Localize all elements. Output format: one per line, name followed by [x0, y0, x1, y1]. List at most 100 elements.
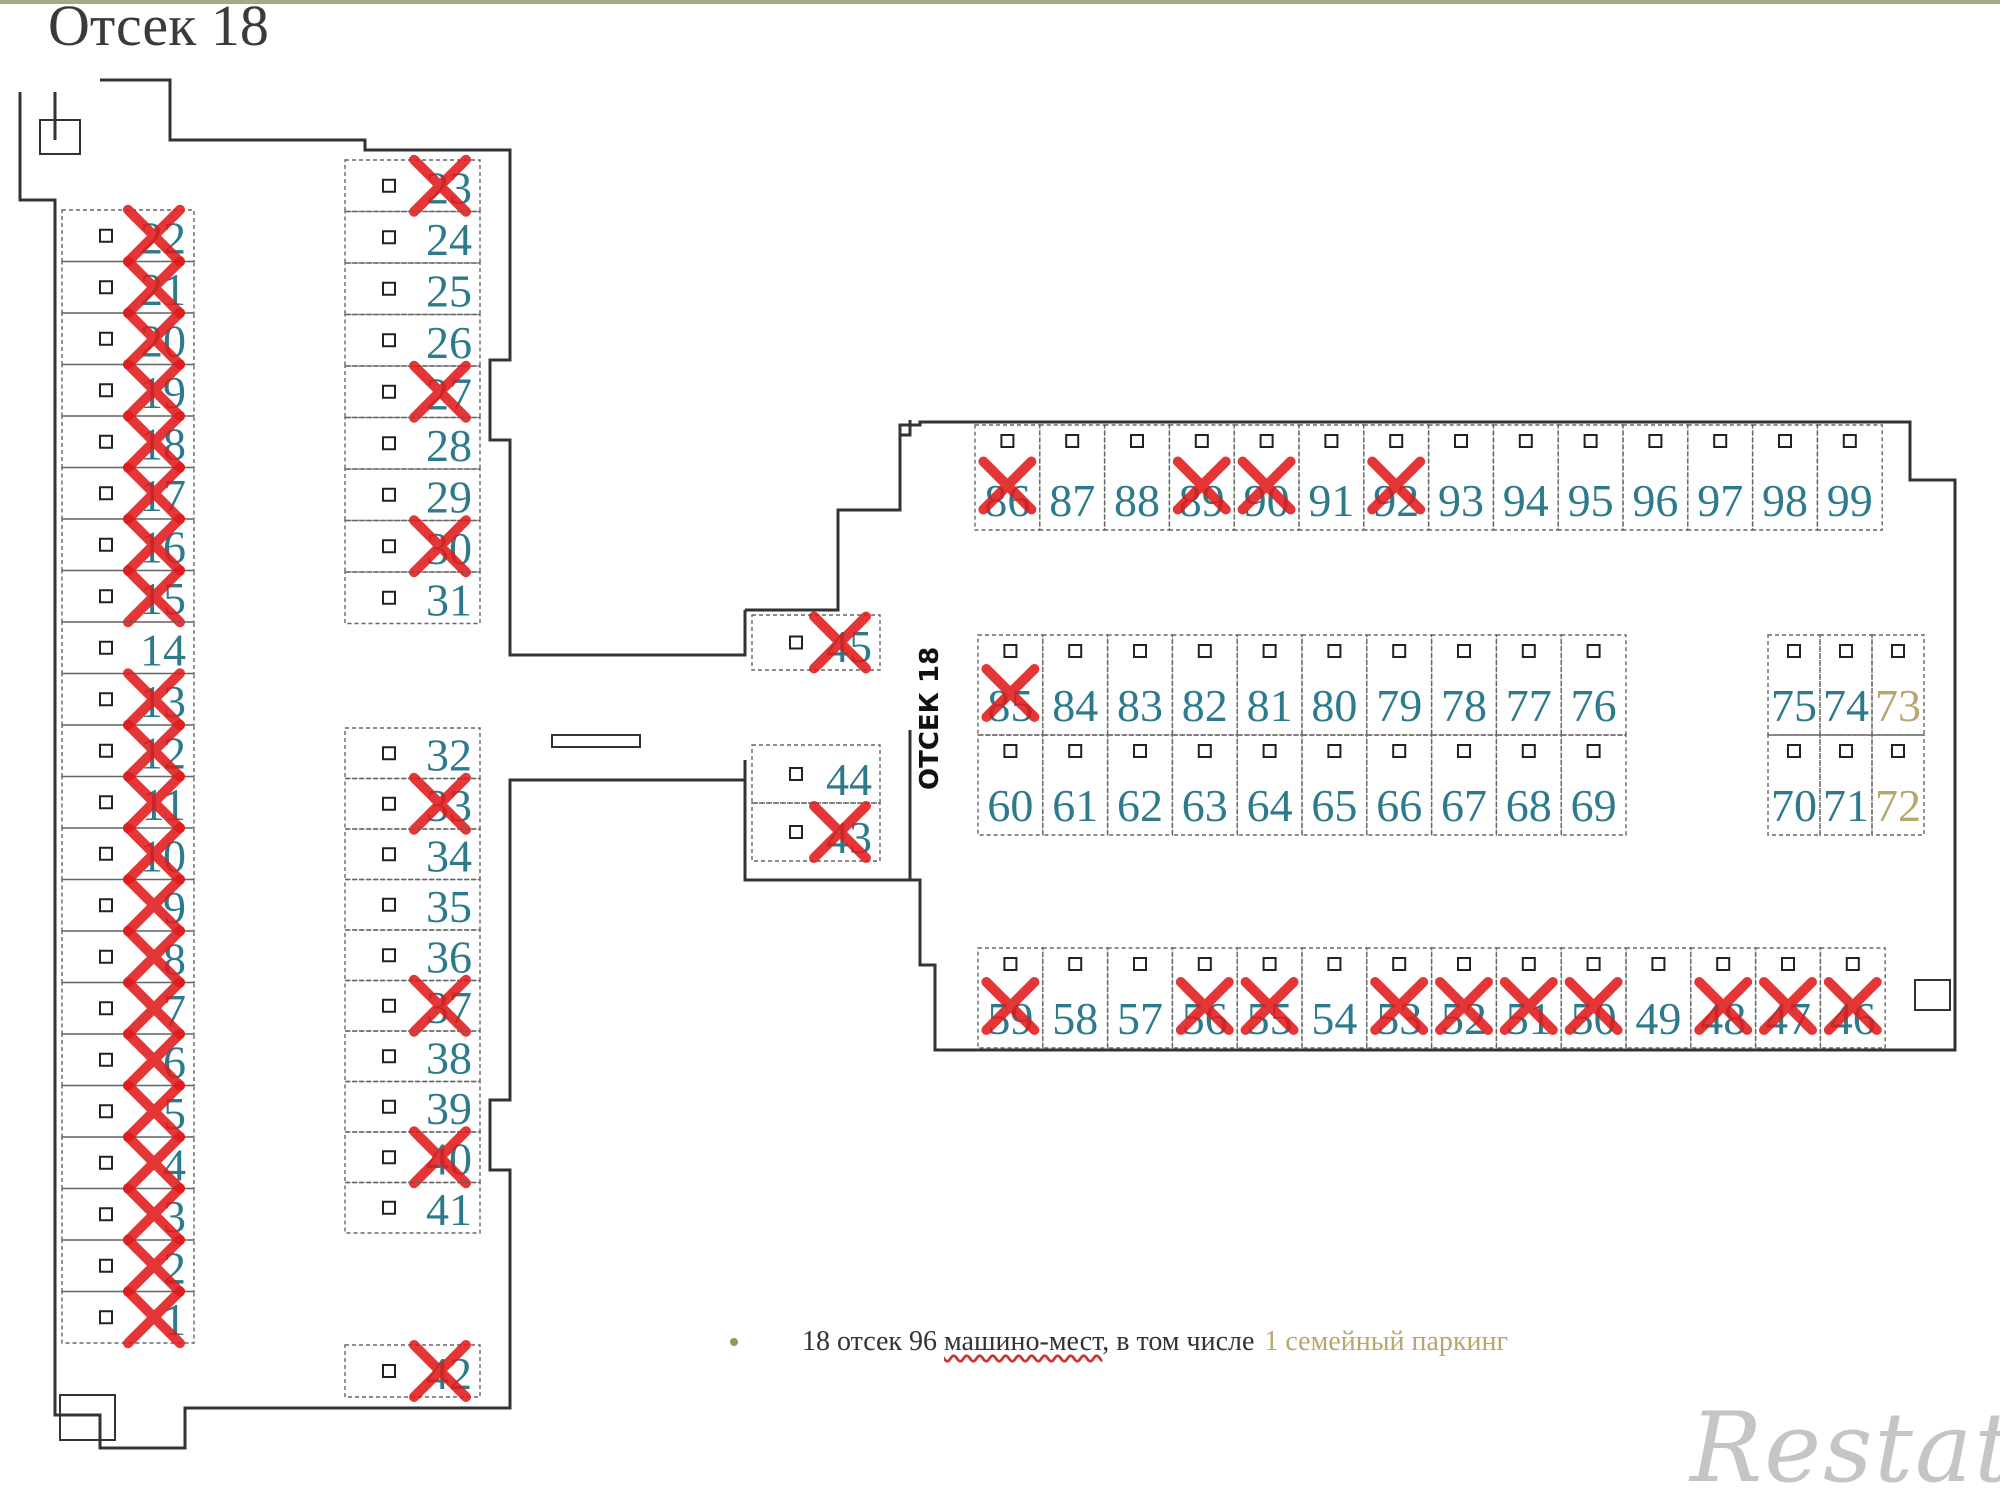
parking-spot-18[interactable]: 18 [61, 410, 195, 473]
parking-spot-43[interactable]: 43 [751, 801, 881, 863]
parking-spot-91[interactable]: 91 [1298, 424, 1365, 531]
parking-spot-95[interactable]: 95 [1557, 424, 1624, 531]
parking-spot-59[interactable]: 59 [977, 947, 1044, 1049]
parking-spot-25[interactable]: 25 [344, 262, 481, 317]
parking-spot-64[interactable]: 64 [1236, 734, 1303, 836]
parking-spot-13[interactable]: 13 [61, 668, 195, 731]
parking-spot-37[interactable]: 37 [344, 974, 481, 1037]
parking-spot-53[interactable]: 53 [1366, 947, 1433, 1049]
parking-spot-89[interactable]: 89 [1168, 424, 1235, 531]
parking-spot-1[interactable]: 1 [61, 1286, 195, 1349]
parking-spot-57[interactable]: 57 [1106, 947, 1174, 1049]
parking-spot-82[interactable]: 82 [1171, 634, 1238, 736]
parking-spot-12[interactable]: 12 [61, 719, 195, 782]
parking-spot-28[interactable]: 28 [344, 416, 481, 472]
parking-spot-93[interactable]: 93 [1427, 424, 1495, 531]
parking-spot-85[interactable]: 85 [977, 634, 1044, 736]
parking-spot-88[interactable]: 88 [1103, 424, 1171, 531]
parking-spot-67[interactable]: 67 [1430, 734, 1498, 836]
parking-spot-75[interactable]: 75 [1767, 634, 1821, 736]
parking-spot-51[interactable]: 51 [1495, 947, 1562, 1049]
parking-spot-14[interactable]: 14 [61, 621, 195, 676]
parking-spot-6[interactable]: 6 [61, 1028, 195, 1091]
parking-spot-3[interactable]: 3 [61, 1183, 195, 1246]
parking-spot-58[interactable]: 58 [1042, 947, 1109, 1049]
parking-spot-22[interactable]: 22 [61, 204, 195, 267]
parking-spot-9[interactable]: 9 [61, 874, 195, 937]
parking-spot-87[interactable]: 87 [1039, 424, 1106, 531]
parking-spot-49[interactable]: 49 [1625, 947, 1692, 1049]
parking-spot-47[interactable]: 47 [1754, 947, 1822, 1049]
parking-spot-74[interactable]: 74 [1819, 634, 1873, 736]
parking-spot-42[interactable]: 42 [344, 1340, 481, 1402]
parking-spot-34[interactable]: 34 [344, 828, 481, 882]
parking-spot-98[interactable]: 98 [1751, 424, 1819, 531]
parking-spot-32[interactable]: 32 [344, 727, 481, 781]
parking-spot-86[interactable]: 86 [974, 424, 1041, 531]
parking-spot-55[interactable]: 55 [1236, 947, 1303, 1049]
parking-spot-19[interactable]: 19 [61, 359, 195, 422]
parking-spot-99[interactable]: 99 [1816, 424, 1883, 531]
parking-spot-11[interactable]: 11 [61, 771, 195, 834]
parking-spot-29[interactable]: 29 [344, 468, 481, 523]
parking-spot-80[interactable]: 80 [1301, 634, 1368, 736]
parking-spot-38[interactable]: 38 [344, 1030, 481, 1084]
parking-spot-30[interactable]: 30 [344, 515, 481, 578]
parking-spot-52[interactable]: 52 [1430, 947, 1498, 1049]
parking-spot-68[interactable]: 68 [1495, 734, 1562, 836]
parking-spot-77[interactable]: 77 [1495, 634, 1562, 736]
parking-spot-20[interactable]: 20 [61, 307, 195, 370]
spot-marker-icon [1133, 957, 1147, 971]
parking-spot-66[interactable]: 66 [1366, 734, 1433, 836]
parking-spot-72[interactable]: 72 [1871, 734, 1925, 836]
parking-spot-94[interactable]: 94 [1492, 424, 1559, 531]
parking-spot-54[interactable]: 54 [1301, 947, 1368, 1049]
parking-spot-26[interactable]: 26 [344, 313, 481, 369]
parking-spot-23[interactable]: 23 [344, 154, 481, 217]
parking-spot-46[interactable]: 46 [1819, 947, 1886, 1049]
parking-spot-8[interactable]: 8 [61, 925, 195, 988]
parking-spot-35[interactable]: 35 [344, 878, 481, 933]
parking-spot-50[interactable]: 50 [1560, 947, 1627, 1049]
parking-spot-90[interactable]: 90 [1233, 424, 1300, 531]
parking-spot-60[interactable]: 60 [977, 734, 1044, 836]
parking-spot-4[interactable]: 4 [61, 1131, 195, 1194]
parking-spot-10[interactable]: 10 [61, 822, 195, 885]
parking-spot-61[interactable]: 61 [1042, 734, 1109, 836]
parking-spot-45[interactable]: 45 [751, 611, 881, 674]
parking-spot-40[interactable]: 40 [344, 1126, 481, 1189]
parking-spot-44[interactable]: 44 [751, 744, 881, 805]
parking-spot-76[interactable]: 76 [1560, 634, 1627, 736]
parking-spot-17[interactable]: 17 [61, 462, 195, 525]
parking-spot-81[interactable]: 81 [1236, 634, 1303, 736]
parking-spot-62[interactable]: 62 [1106, 734, 1174, 836]
parking-spot-5[interactable]: 5 [61, 1080, 195, 1143]
parking-spot-31[interactable]: 31 [344, 571, 481, 626]
parking-spot-97[interactable]: 97 [1687, 424, 1754, 531]
parking-spot-16[interactable]: 16 [61, 513, 195, 576]
parking-spot-7[interactable]: 7 [61, 977, 195, 1040]
parking-spot-2[interactable]: 2 [61, 1234, 195, 1297]
parking-spot-73[interactable]: 73 [1871, 634, 1925, 736]
parking-spot-56[interactable]: 56 [1171, 947, 1238, 1049]
parking-spot-79[interactable]: 79 [1366, 634, 1433, 736]
parking-spot-69[interactable]: 69 [1560, 734, 1627, 836]
parking-spot-71[interactable]: 71 [1819, 734, 1873, 836]
parking-spot-70[interactable]: 70 [1767, 734, 1821, 836]
parking-spot-24[interactable]: 24 [344, 210, 481, 266]
parking-spot-21[interactable]: 21 [61, 256, 195, 319]
parking-spot-39[interactable]: 39 [344, 1080, 481, 1135]
parking-spot-78[interactable]: 78 [1430, 634, 1498, 736]
parking-spot-63[interactable]: 63 [1171, 734, 1238, 836]
parking-spot-48[interactable]: 48 [1690, 947, 1757, 1049]
parking-spot-83[interactable]: 83 [1106, 634, 1174, 736]
parking-spot-27[interactable]: 27 [344, 360, 481, 423]
parking-spot-92[interactable]: 92 [1363, 424, 1430, 531]
parking-spot-96[interactable]: 96 [1622, 424, 1689, 531]
parking-spot-41[interactable]: 41 [344, 1181, 481, 1236]
parking-spot-33[interactable]: 33 [344, 772, 481, 835]
parking-spot-15[interactable]: 15 [61, 565, 195, 628]
parking-spot-65[interactable]: 65 [1301, 734, 1368, 836]
parking-spot-36[interactable]: 36 [344, 929, 481, 983]
parking-spot-84[interactable]: 84 [1042, 634, 1109, 736]
